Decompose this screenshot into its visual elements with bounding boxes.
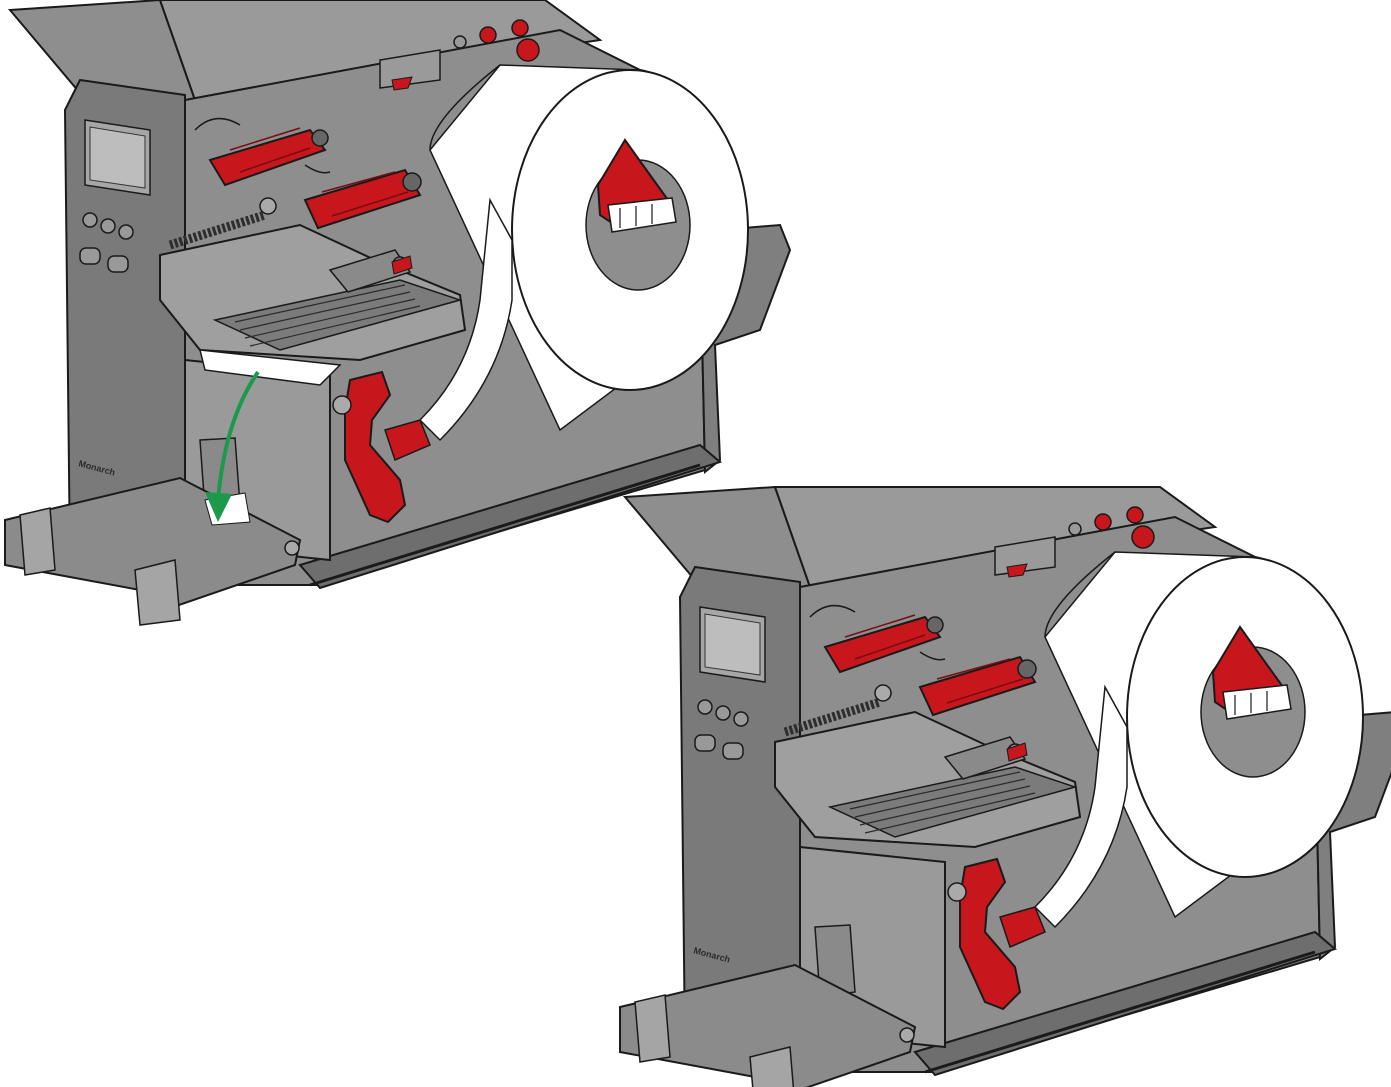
printer-illustration-lower [620, 487, 1391, 1087]
media-strip-upper [199, 349, 342, 386]
routing-arrow [216, 370, 260, 501]
upper-left-view: Monarch [5, 0, 790, 625]
routing-arrow-head [205, 492, 232, 522]
lower-right-view: Monarch [620, 487, 1391, 1087]
